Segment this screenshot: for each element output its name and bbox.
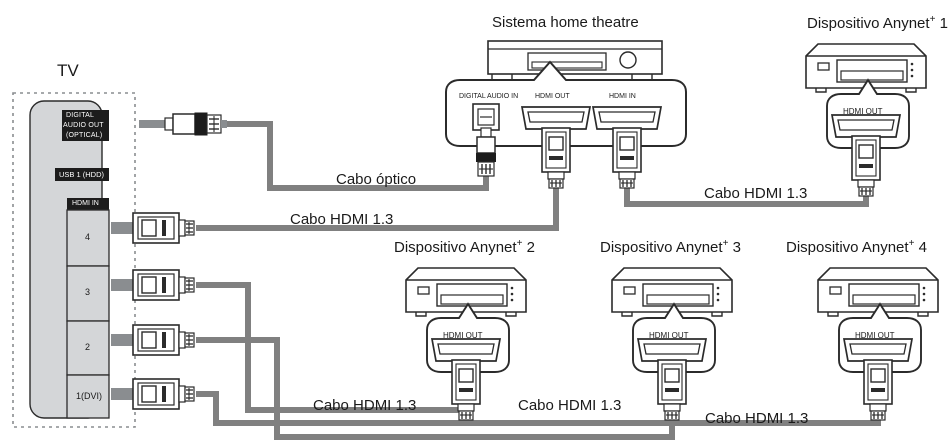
anynet-device-1 — [805, 43, 927, 197]
anynet-device-4 — [817, 267, 939, 421]
anynet-device-2-title-prefix: Dispositivo Anynet — [394, 239, 517, 256]
tv-digital-audio-line2: AUDIO OUT — [63, 122, 104, 129]
home-theatre-port-digital-audio-in: DIGITAL AUDIO IN — [459, 93, 519, 100]
tv-usb-label-bg — [55, 168, 109, 181]
anynet-device-3 — [611, 267, 733, 421]
hdmi-connector-1 — [851, 135, 881, 197]
tv-hdmi-cell-1 — [66, 374, 110, 419]
hdmi-connector-tv-1 — [110, 378, 195, 410]
anynet-device-2-sup: + — [516, 238, 523, 249]
anynet-device-4-title-prefix: Dispositivo Anynet — [786, 239, 909, 256]
anynet-device-1-port-label: HDMI OUT — [843, 107, 883, 116]
home-theatre-unit — [445, 40, 687, 147]
hdmi-connector-tv-2 — [110, 324, 195, 356]
cable-label-hdmi-right-top: Cabo HDMI 1.3 — [704, 185, 808, 202]
anynet-device-3-port-label: HDMI OUT — [649, 331, 689, 340]
tv-digital-audio-label-bg — [62, 110, 109, 141]
home-theatre-port-hdmi-in: HDMI IN — [609, 93, 636, 100]
anynet-device-2-title: Dispositivo Anynet+ 2 — [394, 238, 535, 256]
anynet-device-1-title-prefix: Dispositivo Anynet — [807, 15, 930, 32]
tv-hdmi-in-header: HDMI IN — [72, 200, 99, 207]
anynet-device-4-sup: + — [908, 238, 915, 249]
anynet-device-2-port-label: HDMI OUT — [443, 331, 483, 340]
hdmi-in-socket-ht — [592, 106, 662, 130]
hdmi-connector-4 — [863, 359, 893, 421]
hdmi-connector-3 — [657, 359, 687, 421]
cable-label-hdmi-bottom-2: Cabo HDMI 1.3 — [518, 397, 622, 414]
hdmi-connector-ht-out — [541, 127, 571, 189]
hdmi-out-socket-4 — [843, 338, 913, 362]
tv-outline-dashed — [12, 92, 136, 428]
home-theatre-title: Sistema home theatre — [492, 14, 639, 31]
tv-hdmi-port-3: 3 — [85, 287, 91, 297]
anynet-device-4-title: Dispositivo Anynet+ 4 — [786, 238, 927, 256]
cable-paths — [196, 121, 881, 440]
tv-usb-label: USB 1 (HDD) — [59, 170, 105, 179]
home-theatre-port-hdmi-out: HDMI OUT — [535, 93, 570, 100]
cable-hdmi-top-path — [196, 172, 559, 231]
hdmi-out-socket-2 — [431, 338, 501, 362]
anynet-device-2 — [405, 267, 527, 421]
anynet-device-2-index: 2 — [526, 239, 535, 256]
hdmi-connector-ht-in — [612, 127, 642, 189]
hdmi-connector-tv-4 — [110, 212, 195, 244]
anynet-device-1-title: Dispositivo Anynet+ 1 — [807, 14, 948, 32]
hdmi-out-socket-ht — [521, 106, 591, 130]
cable-label-optical: Cabo óptico — [336, 171, 417, 188]
tv-unit — [12, 92, 136, 428]
anynet-device-3-sup: + — [722, 238, 729, 249]
anynet-device-1-index: 1 — [939, 15, 948, 32]
hdmi-connector-tv-3 — [110, 269, 195, 301]
hdmi-out-socket-1 — [831, 114, 901, 138]
tv-hdmi-port-2: 2 — [85, 342, 91, 352]
cable-label-hdmi-bottom-3: Cabo HDMI 1.3 — [705, 410, 809, 427]
tv-connectors — [110, 112, 228, 410]
optical-connector-tv — [138, 112, 228, 136]
tv-hdmi-port-1: 1(DVI) — [76, 391, 103, 401]
anynet-device-3-title: Dispositivo Anynet+ 3 — [600, 238, 741, 256]
anynet-device-3-title-prefix: Dispositivo Anynet — [600, 239, 723, 256]
hdmi-out-socket-3 — [637, 338, 707, 362]
tv-title: TV — [57, 61, 79, 80]
cable-label-hdmi-bottom-1: Cabo HDMI 1.3 — [313, 397, 417, 414]
tv-hdmi-port-4: 4 — [85, 232, 91, 242]
anynet-device-4-port-label: HDMI OUT — [855, 331, 895, 340]
anynet-device-3-index: 3 — [732, 239, 741, 256]
anynet-device-1-sup: + — [929, 14, 936, 25]
tv-hdmi-header-bg — [67, 198, 109, 210]
cable-optical-path — [196, 121, 489, 191]
anynet-device-4-index: 4 — [918, 239, 927, 256]
tv-digital-audio-line1: DIGITAL — [66, 112, 95, 119]
tv-digital-audio-line3: (OPTICAL) — [66, 132, 103, 139]
cable-label-hdmi-top: Cabo HDMI 1.3 — [290, 211, 394, 228]
